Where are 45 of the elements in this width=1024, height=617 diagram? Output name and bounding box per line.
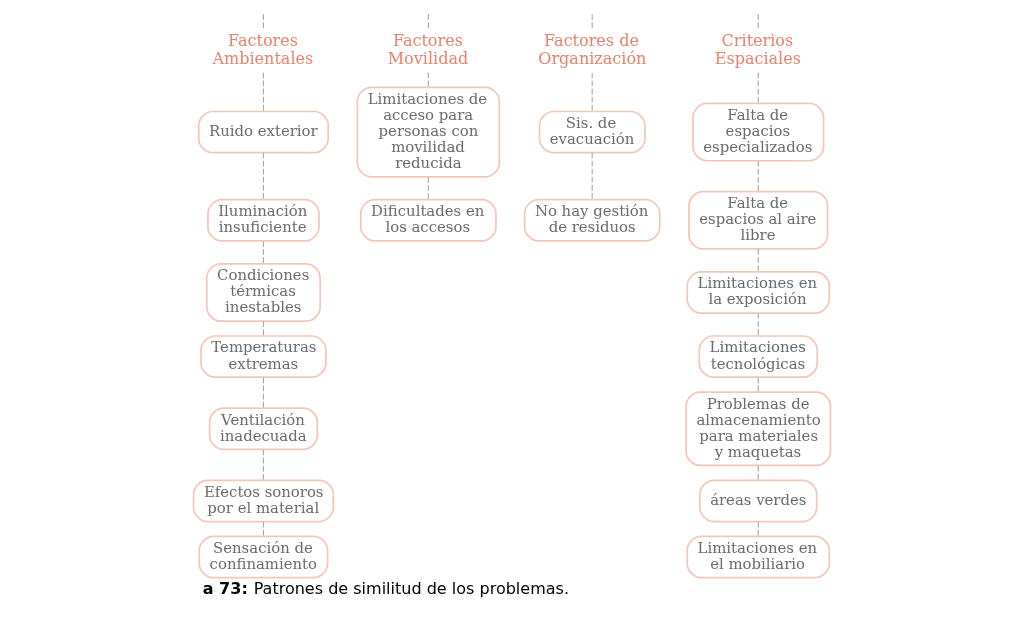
node-text: Criterios Espaciales (714, 31, 801, 68)
node-box: Limitaciones tecnológicas (698, 335, 819, 379)
node-box: Limitaciones de acceso para personas con movilidad reducida (356, 86, 501, 178)
node-box: Ventilación inadecuada (208, 407, 319, 451)
connector (427, 13, 429, 30)
connector (591, 72, 593, 112)
connector (262, 13, 265, 30)
connector (262, 152, 265, 201)
node-box: áreas verdes (699, 479, 818, 523)
connector (591, 13, 593, 30)
node-text: Factores Movilidad (387, 31, 469, 68)
node-box: Iluminación insuficiente (207, 198, 320, 242)
node-box: Limitaciones en el mobiliario (686, 535, 831, 579)
connector (757, 312, 759, 337)
connector (262, 521, 265, 537)
node-box: Efectos sonoros por el material (192, 479, 335, 523)
connector (757, 13, 759, 30)
node-box: Problemas de almacenamiento para materiales y maquetas (685, 391, 832, 467)
node-box: Condiciones térmicas inestables (205, 262, 321, 322)
connector (757, 160, 759, 193)
node-box: Falta de espacios al aire libre (688, 190, 829, 250)
connector (757, 465, 759, 481)
connector (262, 449, 265, 481)
connector (757, 248, 759, 273)
connector (757, 72, 759, 104)
node-box: Sensación de confinamiento (198, 535, 329, 579)
node-box: Temperaturas extremas (200, 335, 327, 379)
node-box: Ruido exterior (197, 110, 330, 154)
connector (427, 176, 429, 200)
connector (262, 320, 265, 337)
caption: a 73: Patrones de similitud de los problemas. (202, 578, 570, 598)
node-box: Limitaciones en la exposición (686, 271, 831, 314)
connector (757, 521, 759, 537)
node-box: Dificultades en los accesos (359, 198, 497, 242)
connector (262, 72, 265, 112)
connector (262, 240, 265, 265)
connector (757, 377, 759, 393)
node-box: Falta de espacios especializados (692, 102, 825, 162)
connector (427, 72, 429, 88)
node-box: No hay gestión de residuos (523, 198, 661, 242)
connector (262, 377, 265, 409)
node-text: Factores de Organización (538, 31, 647, 68)
connector (591, 152, 593, 201)
node-box: Sis. de evacuación (538, 110, 646, 154)
node-text: Factores Ambientales (212, 31, 314, 68)
